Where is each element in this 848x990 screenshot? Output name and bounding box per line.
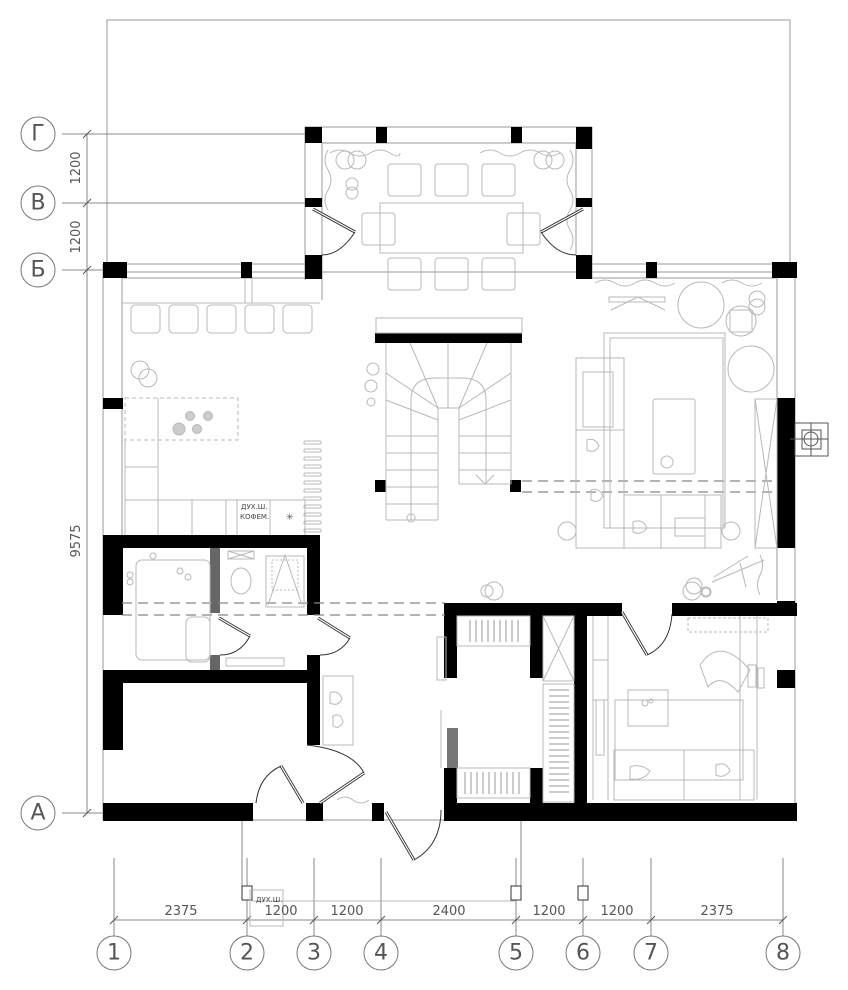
kitchen <box>122 278 322 535</box>
duct-label: ДУХ.Ш. <box>256 896 282 904</box>
sofa <box>575 357 625 549</box>
bathroom-door-1[interactable] <box>218 616 251 656</box>
bathroom-door-2[interactable] <box>317 616 351 656</box>
axis-label-5: 5 <box>509 941 523 966</box>
partition <box>210 655 220 670</box>
left-dimension-chain: 1200 1200 9575 <box>69 129 92 818</box>
letter-axes: Г В Б А <box>20 116 305 831</box>
dim-2-3: 1200 <box>264 904 297 919</box>
staircase <box>364 317 523 523</box>
dining-door-left[interactable] <box>312 207 356 256</box>
axis-label-1: 1 <box>107 941 121 966</box>
number-axes: ДУХ.Ш. 2375 1200 1200 2400 1200 1200 237… <box>96 820 801 971</box>
bar-stools <box>130 304 313 334</box>
dim-3-4: 1200 <box>330 904 363 919</box>
dining-table <box>379 202 524 254</box>
dim-1-2: 2375 <box>164 904 197 919</box>
axis-label-4: 4 <box>374 941 388 966</box>
axis-label-6: 6 <box>576 941 590 966</box>
dim-5-6: 1200 <box>532 904 565 919</box>
axis-label-2: 2 <box>240 941 254 966</box>
dim-6-7: 1200 <box>600 904 633 919</box>
sink-marker: ✳ <box>286 513 294 523</box>
duct-marker <box>510 885 522 901</box>
bedroom <box>592 616 769 801</box>
axis-label-b: Б <box>30 258 45 283</box>
duct-marker <box>577 885 589 901</box>
axis-label-8: 8 <box>776 941 790 966</box>
dim-g-v: 1200 <box>69 151 84 184</box>
walls <box>103 127 797 821</box>
dining-chairs <box>361 163 541 291</box>
axis-label-g: Г <box>31 122 44 147</box>
living-room <box>557 279 778 597</box>
coffee-table <box>652 398 696 475</box>
site-boundary <box>106 19 791 273</box>
bathroom <box>126 550 305 667</box>
duct-marker <box>241 885 253 901</box>
radiator <box>303 440 322 533</box>
utility-door[interactable] <box>255 765 305 804</box>
axis-label-a: А <box>30 801 45 826</box>
toilet <box>230 567 252 595</box>
coffee-machine-label: КОФЕМ. <box>240 513 269 521</box>
dim-4-5: 2400 <box>432 904 465 919</box>
entry-door-inner[interactable] <box>306 744 365 805</box>
armchair <box>699 650 751 693</box>
oven-label: ДУХ.Ш. <box>241 503 267 511</box>
axis-label-v: В <box>30 191 45 216</box>
axis-label-3: 3 <box>307 941 321 966</box>
partition <box>210 548 220 613</box>
dining-area <box>324 149 574 291</box>
dim-7-8: 2375 <box>700 904 733 919</box>
dim-v-b: 1200 <box>69 220 84 253</box>
beam-lines <box>122 480 777 616</box>
bathtub <box>135 559 211 661</box>
front-door[interactable] <box>384 809 442 861</box>
dining-door-right[interactable] <box>540 207 584 256</box>
hall <box>322 636 458 804</box>
hall-decor <box>480 581 712 601</box>
bedroom-door[interactable] <box>620 611 673 656</box>
axis-label-7: 7 <box>644 941 658 966</box>
chimney-icon <box>790 422 829 457</box>
wardrobes <box>456 615 575 803</box>
bed <box>614 699 744 781</box>
dim-overall: 9575 <box>69 524 84 557</box>
